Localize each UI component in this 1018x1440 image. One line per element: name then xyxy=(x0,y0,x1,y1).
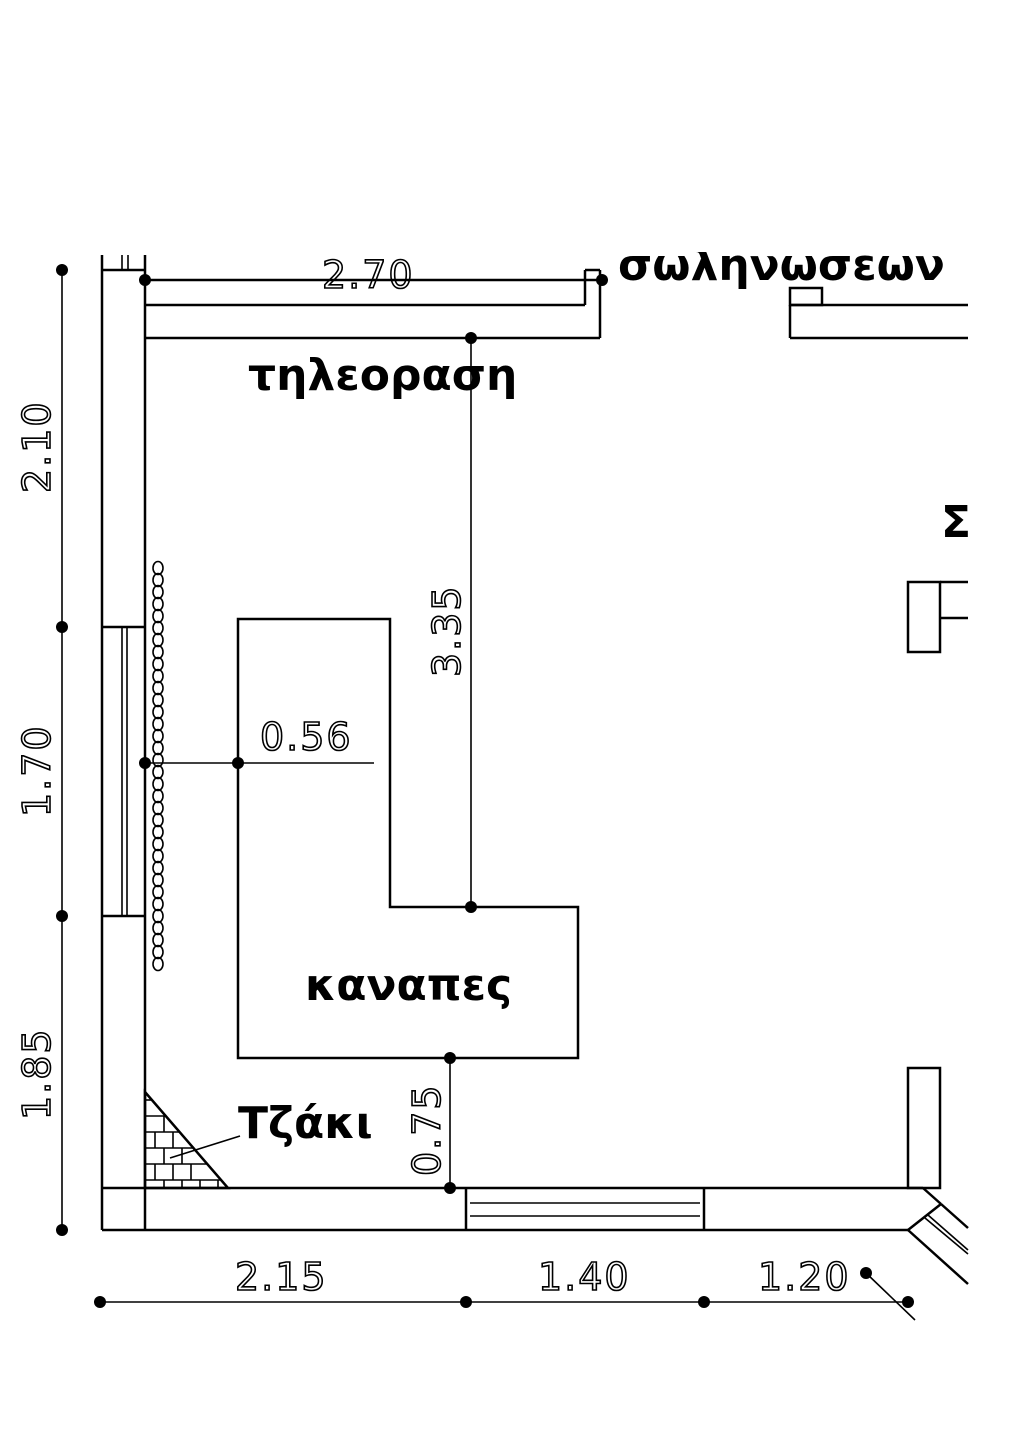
left-dimension-chain: 2.10 1.70 1.85 xyxy=(14,264,68,1236)
right-room-label: Σ xyxy=(941,497,971,548)
curtain-link xyxy=(152,572,164,588)
bottom-wall xyxy=(102,1066,969,1285)
dimension-text: 1.20 xyxy=(758,1255,851,1299)
curtain-link xyxy=(152,872,164,888)
curtain-link xyxy=(152,596,164,612)
curtain-link xyxy=(152,668,164,684)
curtain-link xyxy=(152,800,164,816)
curtain-link xyxy=(152,944,164,960)
fireplace-label: Τζάκι xyxy=(238,1098,373,1149)
curtain-link xyxy=(152,584,164,600)
curtain-link xyxy=(152,620,164,636)
curtain-link xyxy=(152,764,164,780)
dimension-text: 1.40 xyxy=(538,1255,631,1299)
tv-label: τηλεοραση xyxy=(248,350,517,401)
dimension-tv-to-sofa: 3.35 xyxy=(424,332,477,913)
curtain-link xyxy=(152,608,164,624)
dimension-text: 0.75 xyxy=(405,1083,449,1176)
dimension-sofa-to-wall: 0.75 xyxy=(404,1052,456,1194)
sofa xyxy=(236,617,580,1060)
dimension-text: 3.35 xyxy=(425,584,469,677)
curtain-link xyxy=(152,908,164,924)
curtain-link xyxy=(152,716,164,732)
curtain-link xyxy=(152,896,164,912)
curtain-link xyxy=(152,956,164,972)
curtain-link xyxy=(152,728,164,744)
top-dimension-partial: 2.70 xyxy=(322,253,415,297)
curtain-link xyxy=(152,560,164,576)
top-label-partial: σωληνωσεων xyxy=(618,240,945,291)
left-window xyxy=(102,625,145,918)
curtain-link xyxy=(152,656,164,672)
curtain-link xyxy=(152,860,164,876)
curtain-link xyxy=(152,836,164,852)
curtain-link xyxy=(152,740,164,756)
curtain-link xyxy=(152,932,164,948)
top-wall xyxy=(139,268,968,340)
dimension-text: 2.10 xyxy=(15,400,59,493)
dimension-text: 1.85 xyxy=(15,1027,59,1120)
curtain xyxy=(152,560,164,972)
curtain-link xyxy=(152,884,164,900)
dimension-text: 2.15 xyxy=(235,1255,328,1299)
curtain-link xyxy=(152,680,164,696)
curtain-link xyxy=(152,752,164,768)
left-wall xyxy=(100,255,147,1230)
fireplace xyxy=(143,1088,231,1190)
right-fixture xyxy=(906,580,968,654)
bottom-dimension-chain: 2.15 1.40 1.20 xyxy=(94,1254,916,1321)
curtain-link xyxy=(152,812,164,828)
sofa-label: καναπες xyxy=(305,960,512,1011)
curtain-link xyxy=(152,704,164,720)
curtain-link xyxy=(152,848,164,864)
curtain-link xyxy=(152,920,164,936)
dimension-text: 0.56 xyxy=(260,715,353,759)
curtain-link xyxy=(152,776,164,792)
curtain-link xyxy=(152,632,164,648)
dimension-text: 1.70 xyxy=(15,724,59,817)
curtain-link xyxy=(152,692,164,708)
curtain-link xyxy=(152,824,164,840)
curtain-link xyxy=(152,788,164,804)
dimension-window-to-sofa: 0.56 xyxy=(139,714,374,769)
curtain-link xyxy=(152,644,164,660)
